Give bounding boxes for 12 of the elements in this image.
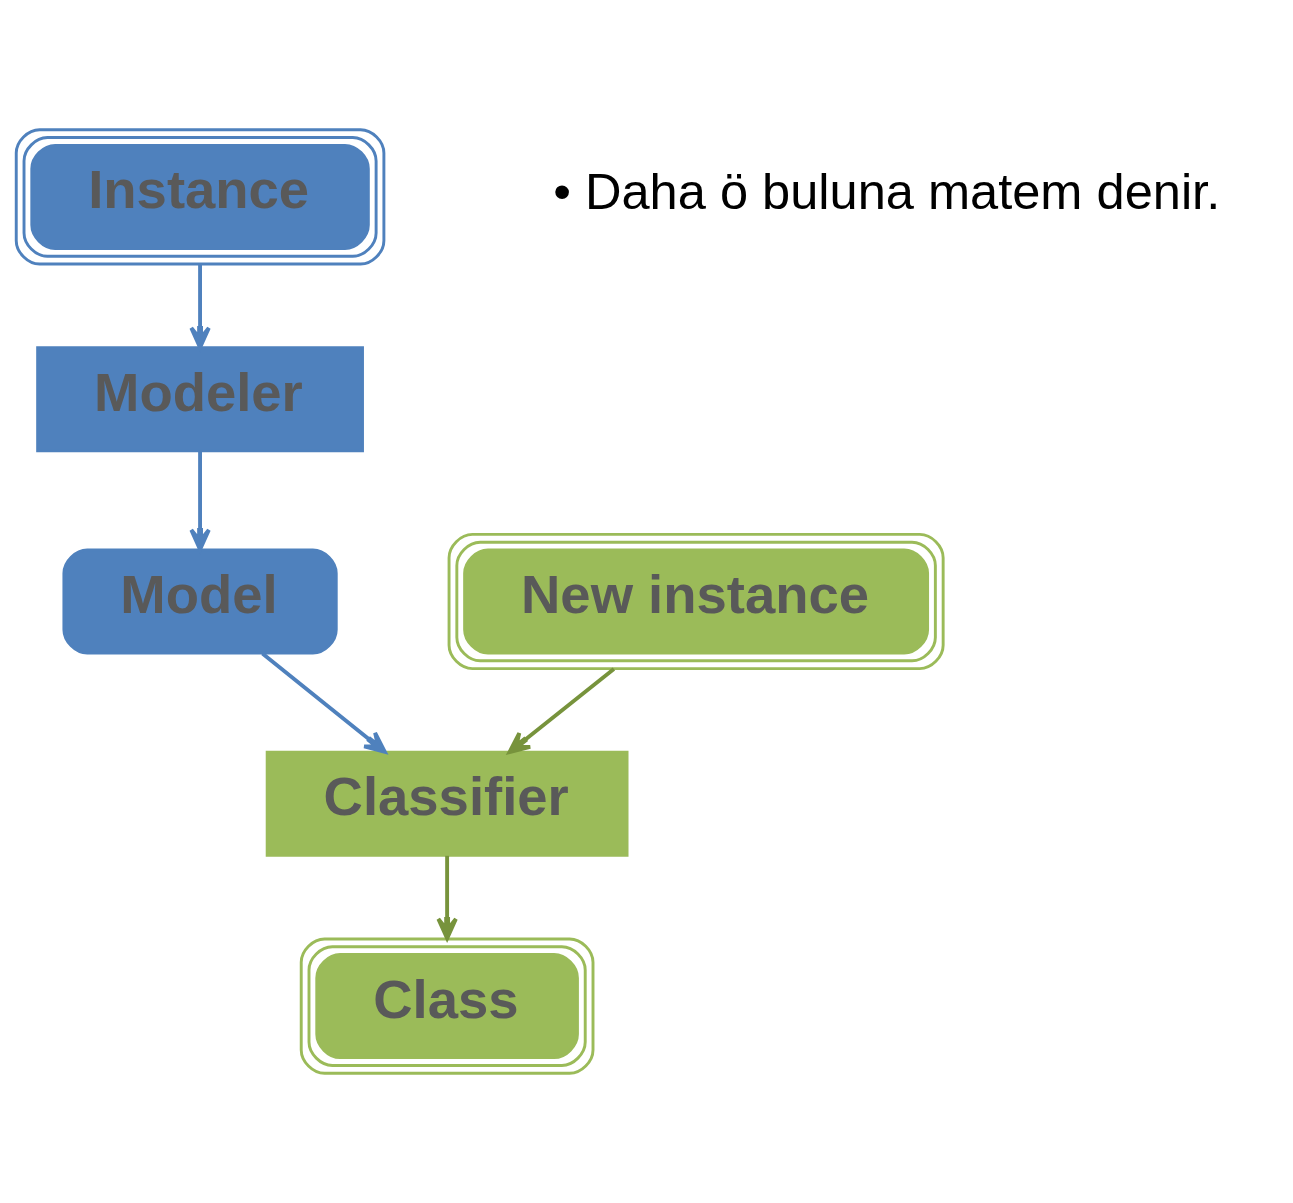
node-box: Model <box>62 548 338 655</box>
arrow <box>261 652 387 754</box>
label: • Daha ö buluna matem denir. <box>553 163 1221 221</box>
arrow <box>189 264 211 350</box>
arrow <box>507 667 616 755</box>
node-box: Modeler <box>36 346 364 453</box>
arrow <box>189 451 211 552</box>
node-box: Classifier <box>265 750 629 857</box>
node-box: Instance <box>14 128 386 266</box>
arrow <box>436 855 458 941</box>
node-box: Class <box>299 937 595 1075</box>
node-box: New instance <box>447 532 945 671</box>
